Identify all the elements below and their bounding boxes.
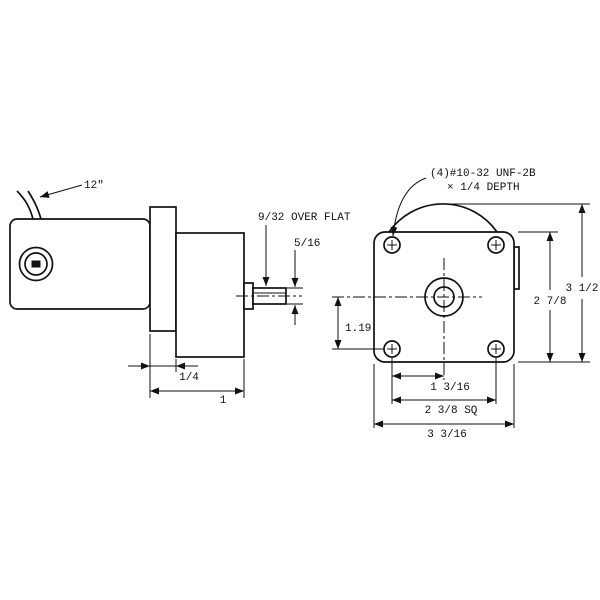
motor-end-cap-hub (31, 260, 41, 268)
tap-note-line1: (4)#10-32 UNF-2B (430, 168, 536, 180)
hole-circle (383, 236, 401, 254)
bolt-square-label: 2 3/8 SQ (425, 405, 478, 417)
housing-depth-label: 1 (220, 395, 227, 407)
overall-height-label: 3 1/2 (565, 283, 598, 295)
wire-length-label: 12" (84, 180, 104, 192)
mount-hole-top-right (487, 236, 505, 254)
hole-circle (487, 236, 505, 254)
tap-note-line2: × 1/4 DEPTH (447, 182, 520, 194)
gearbox-body (175, 232, 245, 358)
tap-note-leader (390, 177, 427, 237)
overall-width-label: 3 3/16 (427, 429, 467, 441)
lead-wire-2 (27, 190, 42, 220)
side-view: 12" 9/32 OVER FLAT 5/16 1/4 1 (9, 180, 351, 407)
motor-end-cap-inner (24, 252, 48, 276)
motor-body (9, 218, 151, 310)
motor-arc (388, 203, 498, 233)
flange-thickness-label: 1/4 (179, 372, 199, 384)
shaft-diameter-label: 5/16 (294, 238, 320, 250)
lead-wire-1 (16, 190, 34, 220)
motor-end-cap-outer (18, 246, 54, 282)
front-view: (4)#10-32 UNF-2B × 1/4 DEPTH 1.19 2 7/8 … (332, 168, 599, 441)
hole-circle (487, 340, 505, 358)
wire-length-leader (39, 184, 83, 198)
center-to-hole-v-label: 1.19 (345, 323, 371, 335)
center-to-hole-h-label: 1 3/16 (430, 382, 470, 394)
over-flat-label: 9/32 OVER FLAT (258, 212, 351, 224)
mounting-flange-plate (149, 206, 177, 332)
mount-hole-bottom-right (487, 340, 505, 358)
mount-hole-top-left (383, 236, 401, 254)
face-height-label: 2 7/8 (533, 296, 566, 308)
